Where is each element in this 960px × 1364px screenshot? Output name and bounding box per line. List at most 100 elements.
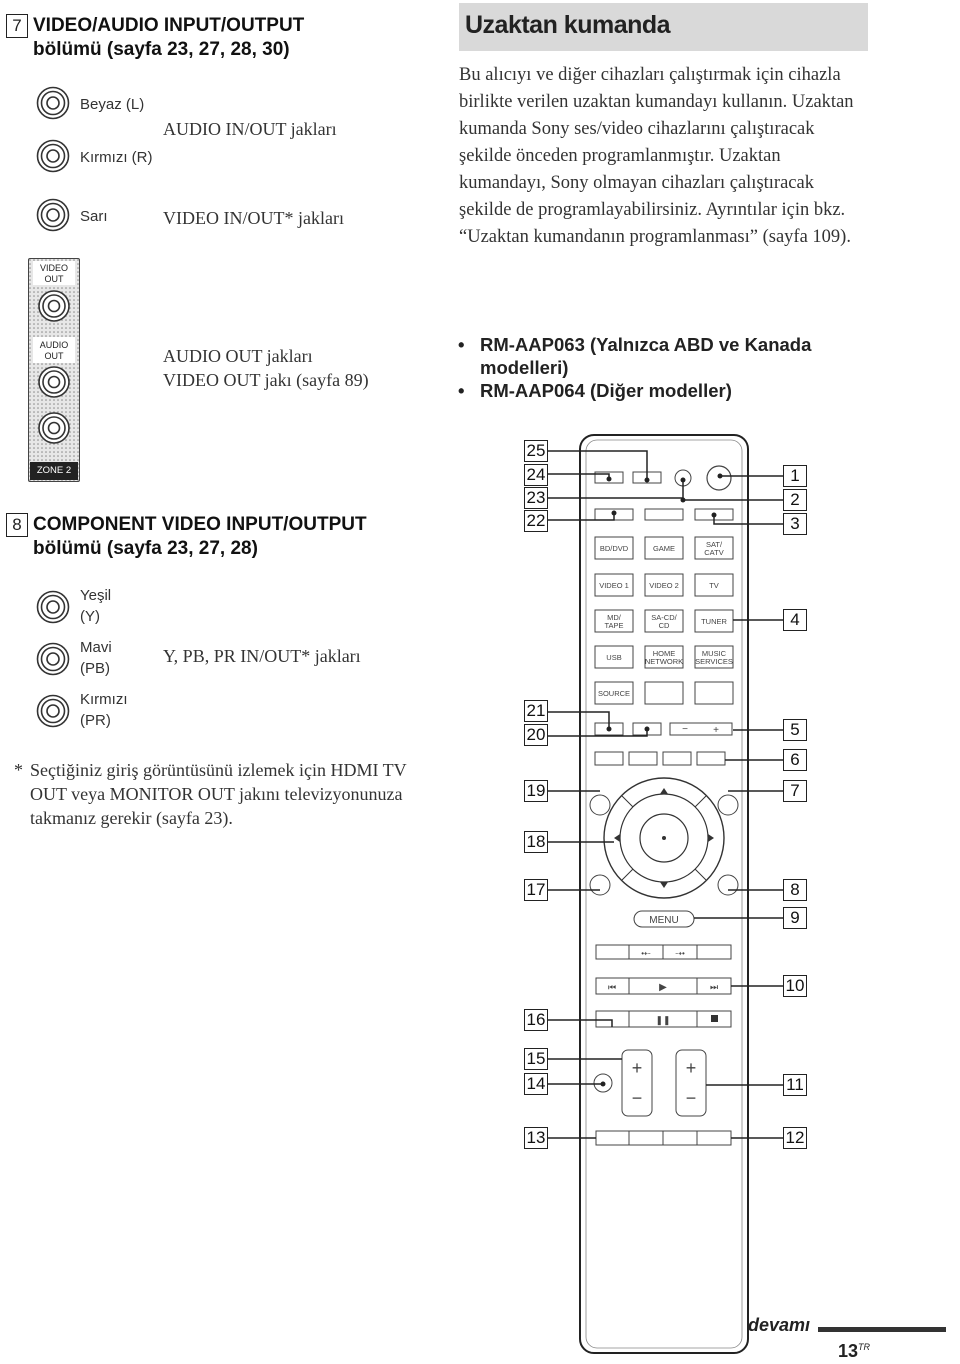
callout-left-19: 19 bbox=[524, 780, 548, 802]
home-network-label-2: NETWORK bbox=[645, 657, 683, 666]
game-label: GAME bbox=[653, 544, 675, 553]
dpad-divider-4 bbox=[694, 868, 707, 881]
page-number-value: 13 bbox=[838, 1341, 859, 1361]
red-jack-icon bbox=[36, 139, 70, 173]
color-button-1 bbox=[594, 751, 624, 766]
remote-paragraph-text: Bu alıcıyı ve diğer cihazları çalıştırma… bbox=[459, 65, 854, 247]
pause-icon: ❚❚ bbox=[655, 1015, 670, 1026]
callout-left-14: 14 bbox=[524, 1073, 548, 1095]
zone2-output-panel: VIDEO OUT AUDIO OUT bbox=[28, 258, 80, 482]
callout-right-7: 7 bbox=[783, 780, 807, 802]
video-out-panel-label: VIDEO OUT bbox=[39, 263, 68, 284]
music-services-label-1: MUSIC bbox=[702, 649, 727, 658]
green-jack-label-1: Yeşil bbox=[80, 587, 112, 604]
volume-rocker bbox=[621, 1049, 653, 1117]
audio-inout-label: AUDIO IN/OUT jakları bbox=[163, 119, 337, 139]
volume-plus-icon: + bbox=[632, 1058, 643, 1078]
blank-button-1 bbox=[644, 681, 684, 705]
dpad-right-arrow-icon bbox=[708, 834, 714, 842]
advance-icon: ⇢• bbox=[675, 949, 685, 958]
green-jack-label-2: (Y) bbox=[80, 608, 100, 625]
dpad-corner-button-bl bbox=[589, 874, 611, 896]
callout-right-5: 5 bbox=[783, 719, 807, 741]
dpad-corner-button-tl bbox=[589, 794, 611, 816]
plus-icon: + bbox=[713, 725, 719, 736]
callout-left-22: 22 bbox=[524, 510, 548, 532]
callout-right-2: 2 bbox=[783, 489, 807, 511]
remote-row2-button-2 bbox=[644, 508, 684, 521]
sat-catv-button bbox=[694, 536, 734, 560]
callout-end-dots bbox=[600, 473, 723, 1087]
game-button bbox=[644, 536, 684, 560]
video1-button bbox=[594, 573, 634, 597]
tv-label: TV bbox=[709, 581, 719, 590]
footnote-text: Seçtiğiniz giriş görüntüsünü izlemek içi… bbox=[30, 760, 407, 828]
callout-right-11: 11 bbox=[783, 1074, 807, 1096]
blue-jack-icon bbox=[36, 642, 70, 676]
source-button bbox=[594, 681, 634, 705]
red-component-jack-label-2: (PR) bbox=[80, 712, 111, 729]
source-label: SOURCE bbox=[598, 689, 630, 698]
callout-left-25: 25 bbox=[524, 440, 548, 462]
continued-arrow-line bbox=[818, 1327, 946, 1332]
callout-right-3: 3 bbox=[783, 513, 807, 535]
volume-minus-icon: − bbox=[632, 1088, 643, 1108]
remote-heading-bar: Uzaktan kumanda bbox=[459, 3, 868, 51]
callout-left-23: 23 bbox=[524, 487, 548, 509]
section-7-title-line2: bölümü (sayfa 23, 27, 28, 30) bbox=[33, 39, 290, 60]
blue-jack-label-1: Mavi bbox=[80, 639, 112, 656]
dpad-down-arrow-icon bbox=[660, 882, 668, 888]
callout-left-24: 24 bbox=[524, 464, 548, 486]
remote-heading: Uzaktan kumanda bbox=[465, 11, 671, 39]
audio-out-right-jack-icon bbox=[38, 412, 70, 444]
tv-button bbox=[694, 573, 734, 597]
music-services-label-2: SERVICES bbox=[695, 657, 733, 666]
color-button-4 bbox=[696, 751, 726, 766]
callout-right-6: 6 bbox=[783, 749, 807, 771]
stop-icon bbox=[711, 1015, 718, 1022]
menu-label: MENU bbox=[649, 915, 678, 926]
section-8-title: COMPONENT VIDEO INPUT/OUTPUT bölümü (say… bbox=[33, 513, 367, 561]
red-component-jack-label-1: Kırmızı bbox=[80, 691, 128, 708]
play-icon: ▶ bbox=[659, 982, 667, 993]
green-jack-label: Yeşil (Y) bbox=[80, 585, 111, 627]
remote-paragraph: Bu alıcıyı ve diğer cihazları çalıştırma… bbox=[459, 62, 869, 251]
model-item-2: RM-AAP064 (Diğer modeller) bbox=[458, 379, 878, 402]
minus-icon: − bbox=[682, 724, 688, 735]
video-inout-label: VIDEO IN/OUT* jakları bbox=[163, 208, 344, 228]
callout-left-16: 16 bbox=[524, 1009, 548, 1031]
usb-button bbox=[594, 645, 634, 669]
dpad-corner-button-tr bbox=[717, 794, 739, 816]
color-button-3 bbox=[662, 751, 692, 766]
sacd-cd-label-2: CD bbox=[659, 621, 670, 630]
green-jack-icon bbox=[36, 590, 70, 624]
callout-right-8: 8 bbox=[783, 879, 807, 901]
page-number-suffix: TR bbox=[858, 1342, 871, 1352]
dpad-up-arrow-icon bbox=[660, 788, 668, 794]
blue-jack-label-2: (PB) bbox=[80, 660, 110, 677]
dpad-corner-button-br bbox=[717, 874, 739, 896]
minus-plus-button bbox=[669, 722, 733, 736]
red-jack-label: Kırmızı (R) bbox=[80, 149, 153, 166]
section-8-title-line1: COMPONENT VIDEO INPUT/OUTPUT bbox=[33, 514, 367, 535]
audio-out-panel-label: AUDIO OUT bbox=[39, 340, 69, 361]
remote-control-illustration: BD/DVD GAME SAT/ CATV VIDEO 1 VIDEO 2 TV… bbox=[548, 434, 783, 1354]
sacd-cd-button bbox=[644, 609, 684, 633]
footnote-star: * bbox=[14, 760, 23, 780]
blue-jack-label: Mavi (PB) bbox=[80, 637, 112, 679]
sat-catv-label-2: CATV bbox=[704, 548, 723, 557]
callout-right-1: 1 bbox=[783, 465, 807, 487]
section-7-title: VIDEO/AUDIO INPUT/OUTPUT bölümü (sayfa 2… bbox=[33, 14, 304, 62]
sacd-cd-label-1: SA-CD/ bbox=[651, 613, 677, 622]
model-item-1: RM-AAP063 (Yalnızca ABD ve Kanada modell… bbox=[458, 333, 878, 379]
callout-right-9: 9 bbox=[783, 907, 807, 929]
md-tape-label-1: MD/ bbox=[607, 613, 622, 622]
section-7-title-line1: VIDEO/AUDIO INPUT/OUTPUT bbox=[33, 15, 305, 36]
remote-inner-edge bbox=[585, 439, 743, 1349]
callout-right-10: 10 bbox=[783, 975, 807, 997]
dpad-divider-3 bbox=[621, 868, 634, 881]
audio-out-line: AUDIO OUT jakları bbox=[163, 346, 313, 366]
dpad-left-arrow-icon bbox=[614, 834, 620, 842]
channel-rocker bbox=[675, 1049, 707, 1117]
zone2-label: ZONE 2 bbox=[30, 462, 78, 480]
